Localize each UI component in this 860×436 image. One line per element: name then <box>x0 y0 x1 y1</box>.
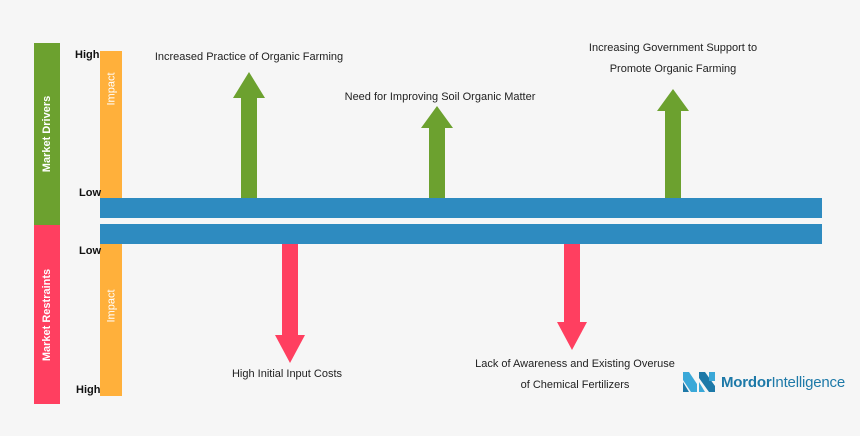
drivers-baseline-band <box>100 198 822 218</box>
impact-label-drivers: Impact <box>105 72 118 106</box>
driver-arrow-2 <box>421 106 453 198</box>
high-label-restraints: High <box>76 384 101 396</box>
low-label-drivers: Low <box>79 187 101 199</box>
driver-arrow-1 <box>233 72 265 198</box>
driver-label-3-line2: Promote Organic Farming <box>609 63 737 75</box>
market-restraints-label: Market Restraints <box>41 268 54 361</box>
high-label-drivers: High <box>75 49 100 61</box>
brand-name: MordorIntelligence <box>721 374 845 391</box>
market-drivers-bar: Market Drivers <box>34 43 60 225</box>
market-restraints-bar: Market Restraints <box>34 225 60 404</box>
driver-label-2: Need for Improving Soil Organic Matter <box>344 91 536 103</box>
restraint-label-1: High Initial Input Costs <box>231 368 343 380</box>
brand-name-bold: Mordor <box>721 373 772 391</box>
brand-logo: MordorIntelligence <box>683 372 845 392</box>
restraint-label-2-line1: Lack of Awareness and Existing Overuse <box>475 358 675 370</box>
brand-name-regular: Intelligence <box>771 373 845 391</box>
restraint-arrow-1 <box>275 244 305 363</box>
restraint-label-2: Lack of Awareness and Existing Overuse o… <box>455 354 695 396</box>
impact-bar-restraints: Impact <box>100 244 122 396</box>
mordor-intelligence-logo-icon <box>683 372 715 392</box>
driver-label-3: Increasing Government Support to Promote… <box>563 38 783 80</box>
market-drivers-label: Market Drivers <box>41 95 53 173</box>
low-label-restraints: Low <box>79 245 101 257</box>
restraint-label-2-line2: of Chemical Fertilizers <box>520 379 630 391</box>
impact-label-restraints: Impact <box>105 289 118 323</box>
driver-label-1: Increased Practice of Organic Farming <box>154 51 344 63</box>
impact-bar-drivers: Impact <box>100 51 122 199</box>
driver-label-3-line1: Increasing Government Support to <box>588 42 758 54</box>
restraint-arrow-2 <box>557 244 587 350</box>
restraints-baseline-band <box>100 224 822 244</box>
driver-arrow-3 <box>657 89 689 198</box>
